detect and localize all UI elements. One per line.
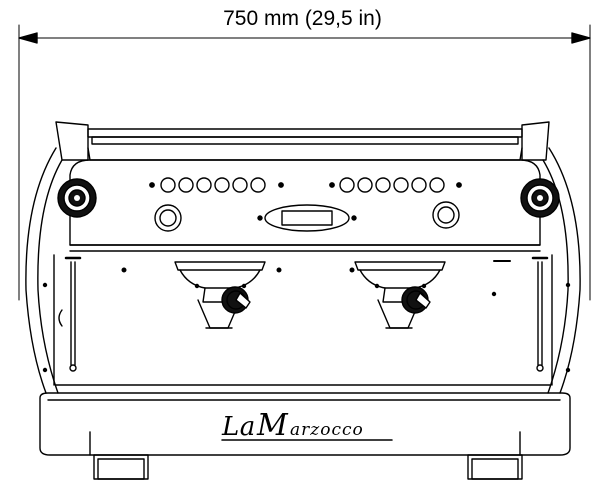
hot-water-knob-left-icon [154,204,182,232]
group-head-left [174,261,266,329]
steam-knob-right-icon [520,178,560,218]
steam-wand-right [493,256,571,373]
width-dimension [18,24,591,301]
button-row-left [149,177,284,193]
hot-water-knob-right-icon [432,201,460,229]
steam-wand-left [42,256,82,373]
base [39,392,571,456]
button-row-right [329,177,462,193]
la-marzocco-logo: La M arzocco [221,408,393,443]
arrow-right-icon [571,32,591,44]
steam-knob-left-icon [57,178,97,218]
width-dimension-label: 750 mm (29,5 in) [223,7,382,30]
svg-text:M: M [256,408,289,443]
svg-text:arzocco: arzocco [290,420,364,440]
svg-text:La: La [221,412,256,442]
arrow-left-icon [18,32,38,44]
feet [93,454,523,480]
group-head-right [354,261,446,329]
machine-body [25,147,581,394]
cup-rail [55,121,550,161]
display-panel [257,204,357,232]
